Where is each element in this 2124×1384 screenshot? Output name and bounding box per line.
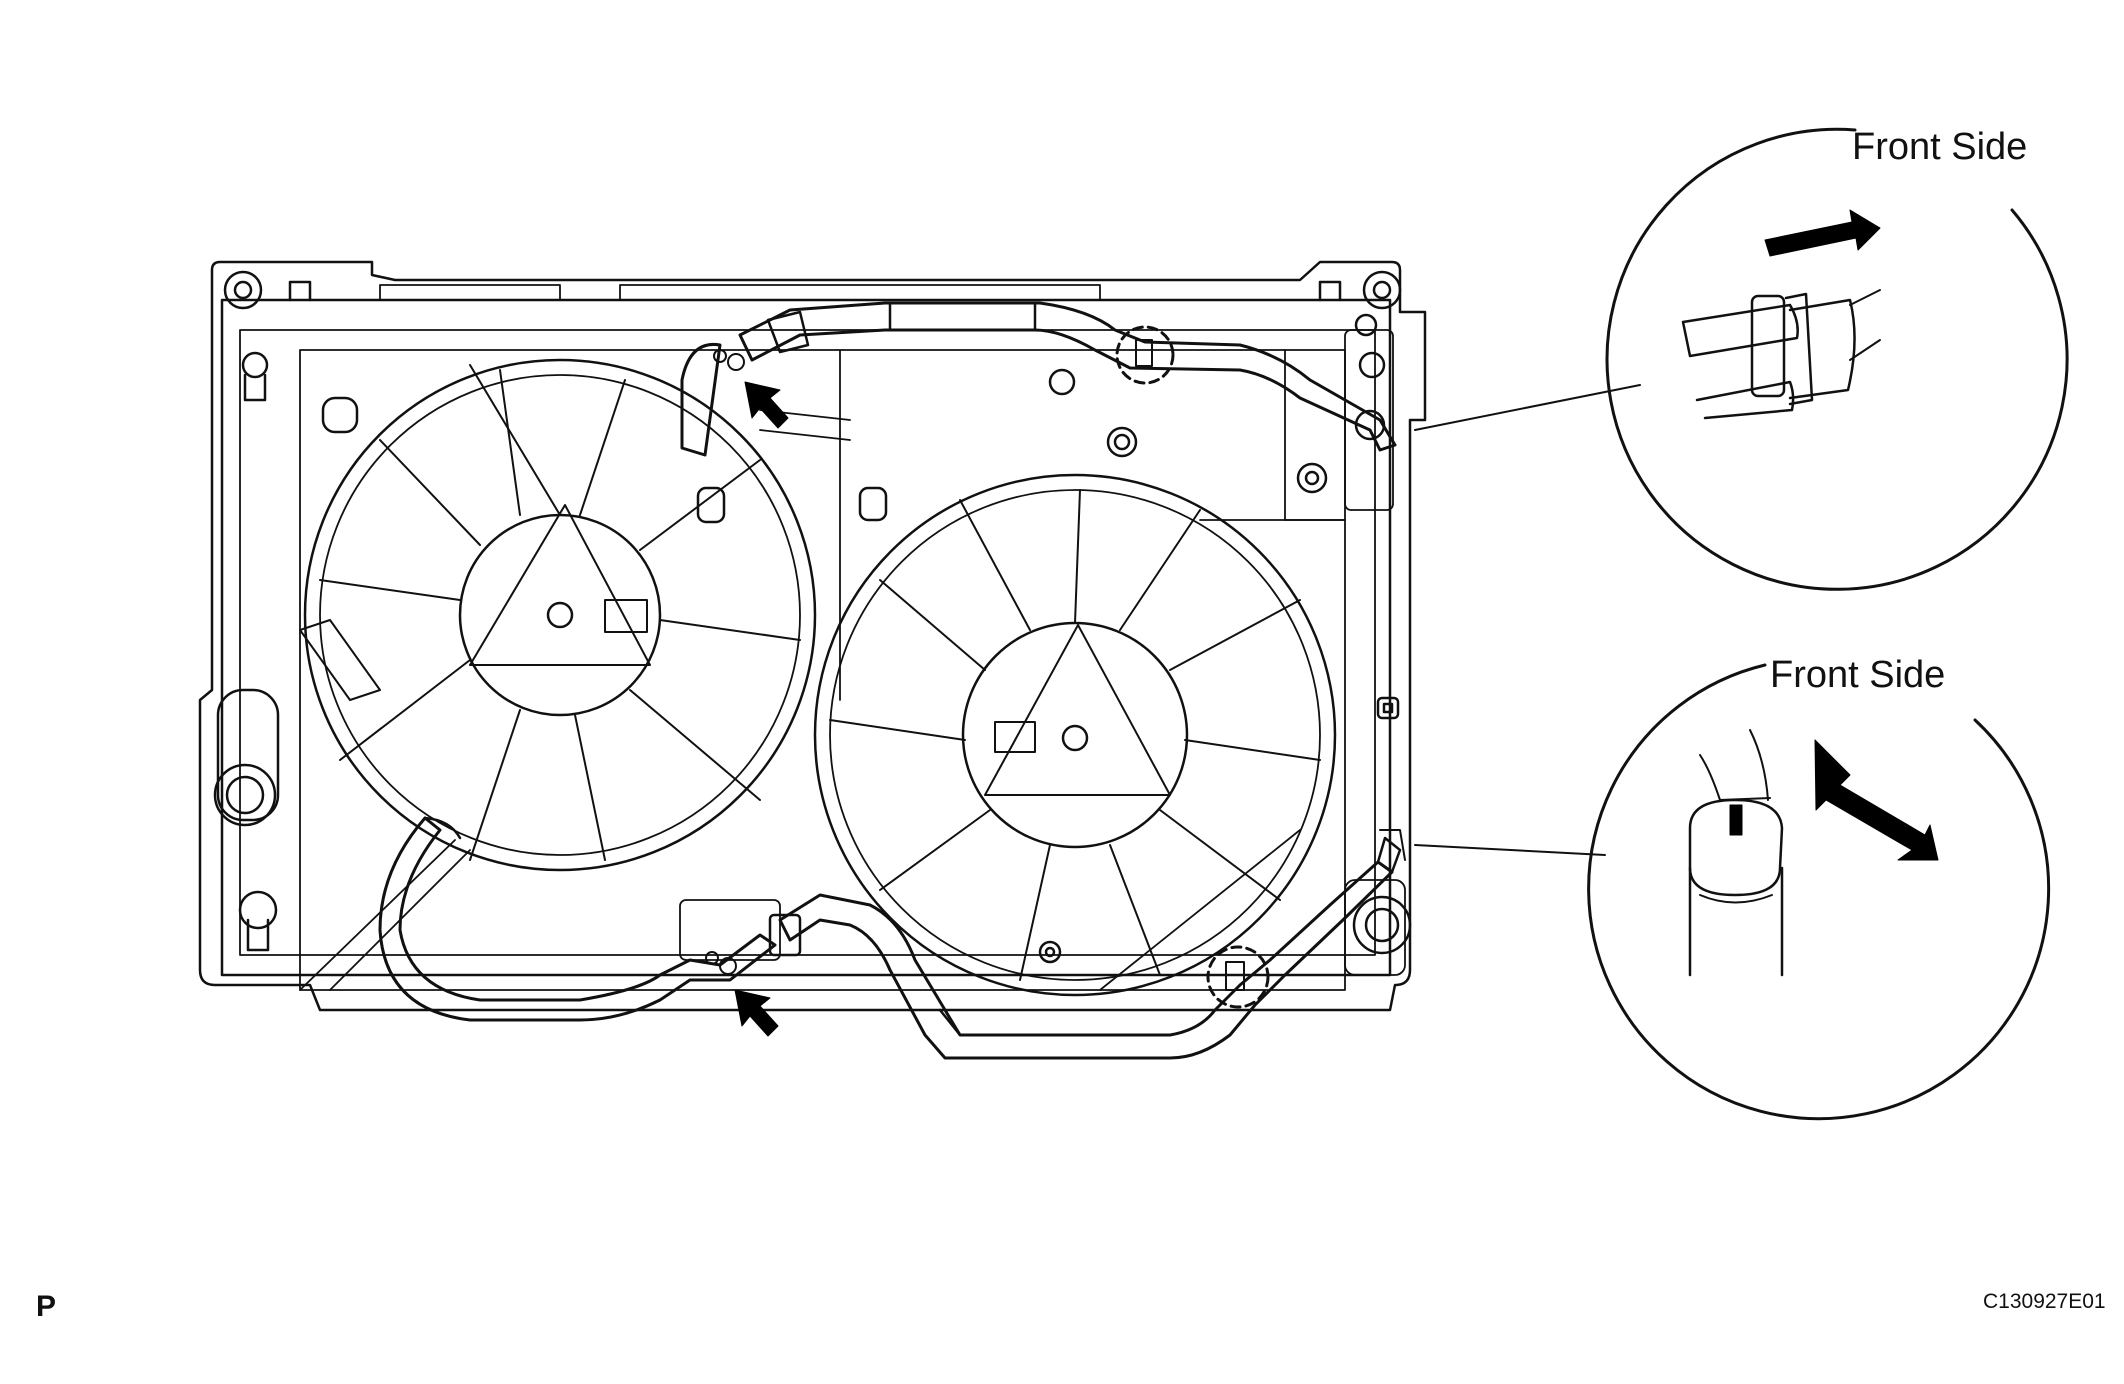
right-cooling-fan — [813, 473, 1337, 997]
upper-hose — [680, 301, 1397, 457]
arrow-icon — [1764, 209, 1881, 257]
lower-leader-line — [1414, 844, 1606, 856]
clip-grip — [705, 349, 745, 975]
upper-leader-line — [1414, 384, 1641, 431]
left-cooling-fan — [299, 358, 817, 872]
lower-callout — [1587, 663, 2051, 1121]
arrow-icon — [1814, 739, 1939, 861]
lower-hose — [378, 816, 1406, 1060]
page-letter: P — [36, 1290, 57, 1323]
arrow-icon — [734, 381, 789, 1037]
upper-callout-title: Front Side — [1852, 126, 2028, 168]
figure-code: C130927E01 — [1983, 1290, 2106, 1313]
lower-callout-title: Front Side — [1770, 654, 1946, 696]
upper-callout — [1605, 127, 2069, 591]
